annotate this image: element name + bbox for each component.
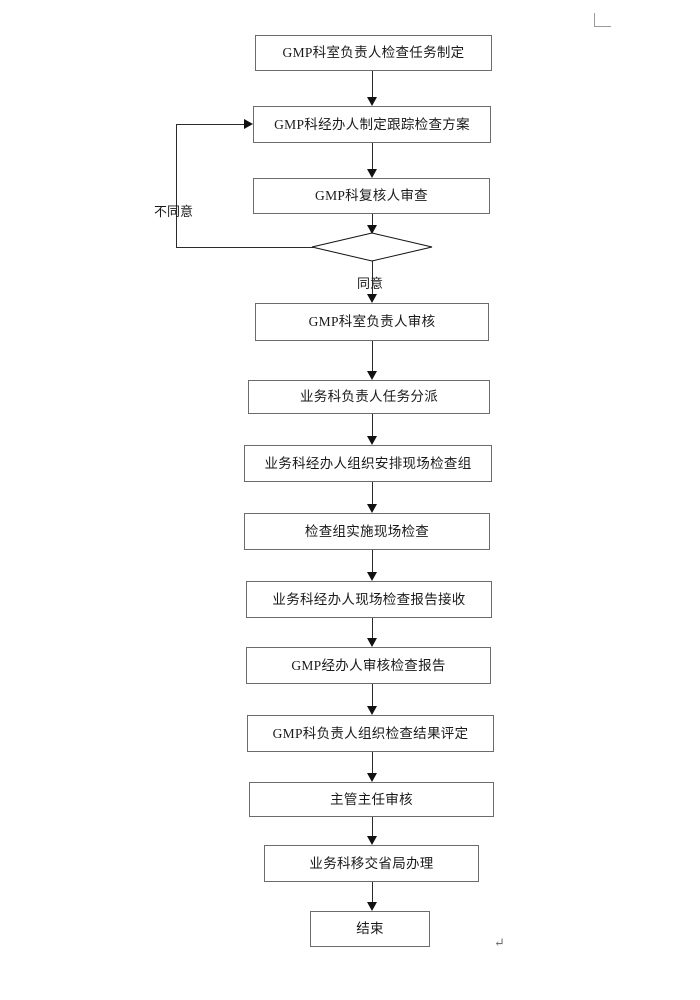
- process-node-reviewer-examination[interactable]: GMP科复核人审查: [253, 178, 490, 214]
- process-node-director-review[interactable]: 主管主任审核: [249, 782, 494, 817]
- connector-n1-n2: [372, 71, 373, 97]
- arrowhead-n5-n6: [367, 436, 377, 445]
- paragraph-mark: ↵: [494, 935, 505, 950]
- connector-reject-horizontal-bottom: [176, 247, 313, 248]
- process-node-onsite-inspection[interactable]: 检查组实施现场检查: [244, 513, 490, 550]
- connector-n11-n12: [372, 817, 373, 836]
- connector-n4-n5: [372, 341, 373, 371]
- process-node-report-reception[interactable]: 业务科经办人现场检查报告接收: [246, 581, 492, 618]
- connector-n2-n3: [372, 143, 373, 169]
- process-node-report-audit[interactable]: GMP经办人审核检查报告: [246, 647, 491, 684]
- arrowhead-n3-decision: [367, 225, 377, 234]
- arrowhead-n10-n11: [367, 773, 377, 782]
- connector-n12-n13: [372, 882, 373, 902]
- arrowhead-n7-n8: [367, 572, 377, 581]
- arrowhead-n8-n9: [367, 638, 377, 647]
- arrowhead-n11-n12: [367, 836, 377, 845]
- arrowhead-n6-n7: [367, 504, 377, 513]
- connector-reject-vertical: [176, 124, 177, 248]
- process-node-organize-inspection-team[interactable]: 业务科经办人组织安排现场检查组: [244, 445, 492, 482]
- arrowhead-n2-n3: [367, 169, 377, 178]
- connector-reject-horizontal-top: [176, 124, 244, 125]
- process-node-plan-formulation[interactable]: GMP科经办人制定跟踪检查方案: [253, 106, 491, 143]
- connector-n8-n9: [372, 618, 373, 638]
- connector-decision-n4: [372, 261, 373, 294]
- terminator-node-end[interactable]: 结束: [310, 911, 430, 947]
- connector-n7-n8: [372, 550, 373, 572]
- connector-n5-n6: [372, 414, 373, 436]
- arrowhead-n4-n5: [367, 371, 377, 380]
- arrowhead-decision-n4: [367, 294, 377, 303]
- connector-n10-n11: [372, 752, 373, 773]
- process-node-department-head-review[interactable]: GMP科室负责人审核: [255, 303, 489, 341]
- arrowhead-n1-n2: [367, 97, 377, 106]
- connector-n6-n7: [372, 482, 373, 504]
- branch-label-accept: 同意: [357, 276, 384, 291]
- arrowhead-n12-n13: [367, 902, 377, 911]
- arrowhead-n9-n10: [367, 706, 377, 715]
- branch-label-reject: 不同意: [154, 204, 194, 219]
- process-node-task-definition[interactable]: GMP科室负责人检查任务制定: [255, 35, 492, 71]
- decision-diamond[interactable]: [311, 232, 433, 262]
- connector-n3-decision: [372, 214, 373, 225]
- process-node-result-evaluation[interactable]: GMP科负责人组织检查结果评定: [247, 715, 494, 752]
- process-node-transfer-to-province[interactable]: 业务科移交省局办理: [264, 845, 479, 882]
- arrowhead-reject-into-n2: [244, 119, 253, 129]
- connector-n9-n10: [372, 684, 373, 706]
- page-corner-mark: [594, 13, 611, 27]
- process-node-task-assignment[interactable]: 业务科负责人任务分派: [248, 380, 490, 414]
